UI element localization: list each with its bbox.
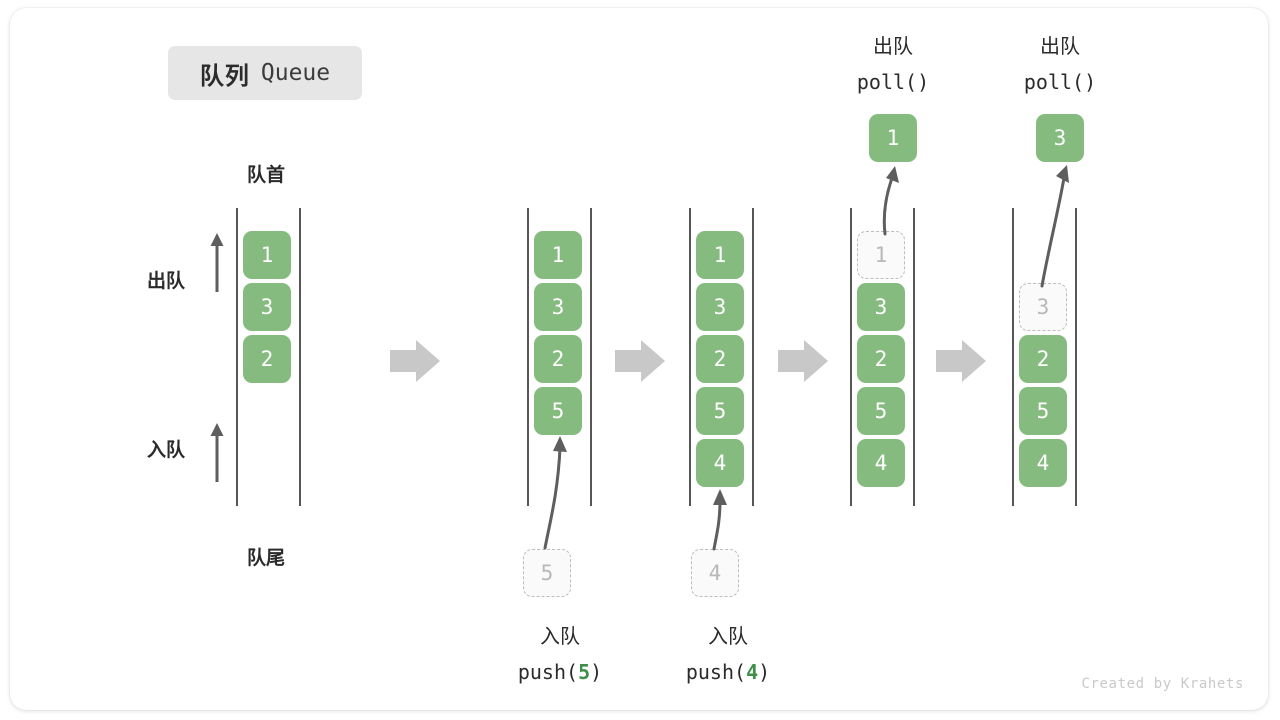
queue-item: 5 <box>696 387 744 435</box>
push-4-label: 入队 push(4) <box>613 620 843 690</box>
push-4-label-code: push(4) <box>685 660 771 684</box>
queue-rail-right-5 <box>1075 208 1077 506</box>
queue-item: 4 <box>1019 439 1067 487</box>
queue-item: 2 <box>534 335 582 383</box>
queue-item: 5 <box>534 387 582 435</box>
push-5-label-cn: 入队 <box>540 626 580 648</box>
front-label: 队首 <box>246 165 285 186</box>
queue-rail-left-5 <box>1012 208 1014 506</box>
queue-item: 4 <box>696 439 744 487</box>
queue-item: 3 <box>534 283 582 331</box>
queue-item: 1 <box>534 231 582 279</box>
queue-rail-left-2 <box>527 208 529 506</box>
queue-item: 1 <box>243 231 291 279</box>
poll-result-box: 1 <box>869 114 917 162</box>
queue-item-removed: 1 <box>857 231 905 279</box>
step-arrow <box>778 340 828 382</box>
poll-label-1-code: poll() <box>856 70 930 94</box>
queue-item: 3 <box>857 283 905 331</box>
queue-item: 2 <box>696 335 744 383</box>
queue-rail-right-1 <box>299 208 301 506</box>
enqueue-side-label: 入队 <box>147 440 186 461</box>
diagram-title-cn: 队列 <box>199 62 250 90</box>
queue-item: 1 <box>696 231 744 279</box>
dequeue-direction-arrow <box>210 233 224 292</box>
rear-label: 队尾 <box>246 548 285 569</box>
push-curved-arrow <box>712 489 727 551</box>
push-5-label: 入队 push(5) <box>445 620 675 690</box>
poll-curved-arrow <box>1040 165 1069 288</box>
enqueue-direction-arrow <box>210 423 224 482</box>
poll-label-2-code: poll() <box>1023 70 1097 94</box>
push-5-label-code: push(5) <box>517 660 603 684</box>
queue-rail-right-3 <box>752 208 754 506</box>
step-arrow <box>936 340 986 382</box>
dequeue-side-label: 出队 <box>147 271 186 292</box>
pending-input-box: 4 <box>691 549 739 597</box>
queue-item: 2 <box>1019 335 1067 383</box>
queue-item: 5 <box>857 387 905 435</box>
queue-item: 2 <box>243 335 291 383</box>
diagram-title-badge: 队列 Queue <box>168 46 362 100</box>
push-4-label-cn: 入队 <box>708 626 748 648</box>
step-arrow <box>615 340 665 382</box>
pending-input-box: 5 <box>523 549 571 597</box>
poll-result-box: 3 <box>1036 114 1084 162</box>
poll-label-2-cn: 出队 <box>1040 36 1080 58</box>
queue-item: 4 <box>857 439 905 487</box>
queue-rail-left-1 <box>236 208 238 506</box>
queue-item: 2 <box>857 335 905 383</box>
queue-rail-right-4 <box>913 208 915 506</box>
push-curved-arrow <box>543 436 567 550</box>
queue-rail-left-4 <box>850 208 852 506</box>
diagram-title-en: Queue <box>260 60 331 86</box>
poll-label-1: 出队 poll() <box>788 30 998 100</box>
queue-item: 3 <box>243 283 291 331</box>
queue-rail-left-3 <box>689 208 691 506</box>
poll-label-1-cn: 出队 <box>873 36 913 58</box>
queue-rail-right-2 <box>590 208 592 506</box>
queue-item: 3 <box>696 283 744 331</box>
poll-label-2: 出队 poll() <box>955 30 1165 100</box>
poll-curved-arrow <box>882 166 899 236</box>
credit-text: Created by Krahets <box>1081 676 1244 692</box>
queue-item-removed: 3 <box>1019 283 1067 331</box>
step-arrow <box>390 340 440 382</box>
queue-item: 5 <box>1019 387 1067 435</box>
